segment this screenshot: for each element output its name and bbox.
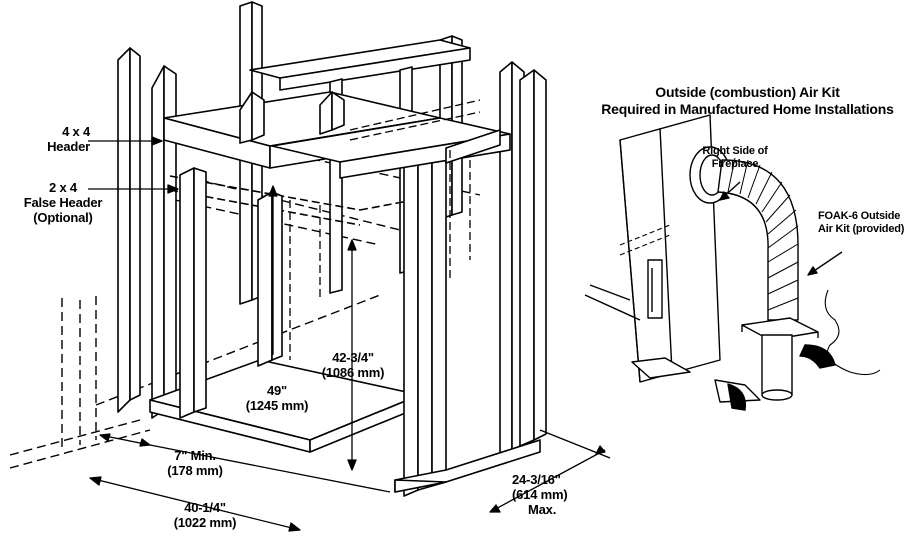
foak-line2: Air Kit (provided) (818, 223, 905, 235)
false-header-name: False Header (23, 195, 103, 210)
dim-49-mm: (1245 mm) (245, 398, 309, 413)
air-kit-title-line2: Required in Manufactured Home Installati… (601, 101, 894, 117)
dim-depth-mm: (614 mm) (512, 487, 568, 502)
air-kit-title: Outside (combustion) Air Kit Required in… (575, 84, 920, 118)
air-kit-title-line1: Outside (combustion) Air Kit (655, 84, 840, 100)
header-label-size: 4 x 4 (62, 124, 90, 139)
false-header-size: 2 x 4 (49, 180, 77, 195)
dim-49-inches: 49" (266, 383, 288, 398)
foak-line1: FOAK-6 Outside (818, 210, 901, 222)
dim-width-inches: 40-1/4" (184, 500, 226, 515)
left-studs (117, 47, 177, 419)
header-label-name: Header (47, 139, 90, 154)
right-side-line2: Fireplace (711, 158, 759, 170)
false-header-note: (Optional) (33, 210, 93, 225)
header-label: 4 x 4 Header (20, 124, 90, 154)
dim-depth-label: 24-3/16" (614 mm) Max. (512, 472, 602, 517)
dim-42-label: 42-3/4" (1086 mm) (308, 350, 398, 380)
dim-depth-max: Max. (528, 502, 557, 517)
false-header-label: 2 x 4 False Header (Optional) (0, 180, 126, 225)
dim-width-mm: (1022 mm) (173, 515, 237, 530)
header-blocking (239, 91, 345, 144)
dim-depth-inches: 24-3/16" (512, 472, 561, 487)
hidden-studs-dashed (289, 99, 481, 360)
right-side-label: Right Side of Fireplace (688, 145, 782, 171)
dim-42-inches: 42-3/4" (332, 350, 374, 365)
right-side-line1: Right Side of (702, 145, 768, 157)
air-kit-inset (584, 114, 881, 411)
foak-label: FOAK-6 Outside Air Kit (provided) (818, 210, 922, 236)
dim-7-mm: (178 mm) (167, 463, 223, 478)
dim-42-mm: (1086 mm) (321, 365, 385, 380)
dimension-lines (88, 136, 611, 532)
dim-7-inches: 7" Min. (174, 448, 216, 463)
dim-width-label: 40-1/4" (1022 mm) (160, 500, 250, 530)
dim-49-label: 49" (1245 mm) (232, 383, 322, 413)
front-frame (179, 61, 547, 497)
dim-7-label: 7" Min. (178 mm) (150, 448, 240, 478)
